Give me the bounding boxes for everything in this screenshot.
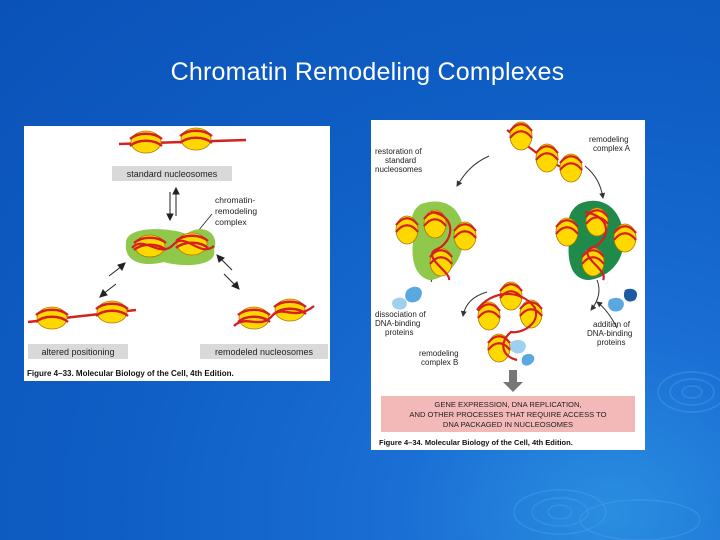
complex-a-line1: remodeling <box>589 135 629 144</box>
complex-b-line2: complex B <box>421 358 458 367</box>
complex-a-line2: complex A <box>593 144 631 153</box>
bottom-nucleosome-group <box>476 280 544 364</box>
restoration-line3: nucleosomes <box>375 165 422 174</box>
remodeling-complex <box>125 229 216 266</box>
result-line1: GENE EXPRESSION, DNA REPLICATION, <box>434 400 581 409</box>
remodeled-label: remodeled nucleosomes <box>215 347 314 357</box>
standard-label: standard nucleosomes <box>127 169 218 179</box>
standard-label-box <box>112 166 232 181</box>
figure-4-33-diagram: standard nucleosomes chromatin- remodeli… <box>27 126 328 378</box>
complex-label-line3: complex <box>215 217 247 227</box>
complex-label-line2: remodeling <box>215 206 257 216</box>
altered-label: altered positioning <box>41 347 114 357</box>
remodeling-complex-a <box>554 200 638 281</box>
complex-label-line1: chromatin- <box>215 195 255 205</box>
addition-line3: proteins <box>597 338 625 347</box>
remodeled-nucleosome-pair <box>233 297 315 331</box>
slide-title: Chromatin Remodeling Complexes <box>170 58 565 86</box>
standard-nucleosome-pair <box>118 126 247 155</box>
altered-label-box <box>28 344 128 359</box>
remodeled-label-box <box>200 344 328 359</box>
figure-nucleosome-positioning: standard nucleosomes chromatin- remodeli… <box>24 126 330 381</box>
dissociation-line2: DNA-binding <box>375 319 420 328</box>
remodeled-complex-left <box>394 201 478 281</box>
restoration-line2: standard <box>385 156 416 165</box>
result-box <box>381 396 635 432</box>
reversible-arrow <box>166 186 180 222</box>
complex-b-line1: remodeling <box>419 349 459 358</box>
diagonal-arrows <box>99 254 240 298</box>
result-line3: DNA PACKAGED IN NUCLEOSOMES <box>443 420 573 429</box>
figure-remodeling-cycle: restoration of standard nucleosomes remo… <box>371 120 645 450</box>
addition-line1: addition of <box>593 320 631 329</box>
figure-caption-right: Figure 4–34. Molecular Biology of the Ce… <box>379 438 573 447</box>
figure-caption-left: Figure 4–33. Molecular Biology of the Ce… <box>27 369 234 378</box>
figure-4-34-diagram: restoration of standard nucleosomes remo… <box>375 120 638 447</box>
dna-binding-proteins <box>392 286 638 366</box>
down-arrow <box>503 370 523 392</box>
restoration-line1: restoration of <box>375 147 422 156</box>
result-line2: AND OTHER PROCESSES THAT REQUIRE ACCESS … <box>409 410 606 419</box>
dissociation-line1: dissociation of <box>375 310 426 319</box>
dissociation-line3: proteins <box>385 328 413 337</box>
cycle-arrows <box>430 155 618 329</box>
top-nucleosome-group <box>506 120 584 184</box>
addition-line2: DNA-binding <box>587 329 632 338</box>
altered-nucleosome-pair <box>27 299 137 331</box>
